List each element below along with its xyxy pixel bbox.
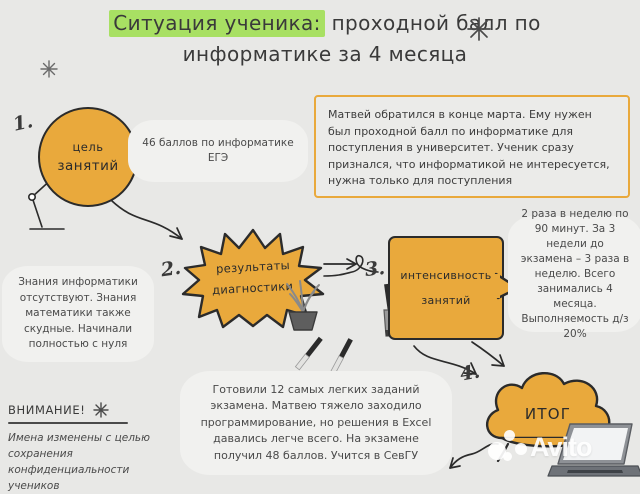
sparkle-icon — [40, 60, 58, 78]
goal-bubble-line1: цель — [72, 140, 104, 154]
intensity-line2: занятий — [421, 294, 471, 307]
attention-body: Имена изменены с целью сохранения конфид… — [8, 431, 150, 492]
intro-note: Матвей обратился в конце марта. Ему нуже… — [314, 95, 630, 198]
page-title-highlight: Ситуация ученика: — [109, 10, 325, 37]
goal-bubble-line2: занятий — [57, 158, 119, 174]
score-bubble-line2: ЕГЭ — [207, 152, 229, 164]
flow-arrow-4 — [471, 341, 505, 367]
outcome-cloud-label: ИТОГ — [524, 405, 572, 423]
intensity-line1: интенсивность — [400, 269, 492, 282]
avito-wordmark: Avito — [530, 432, 592, 462]
sparkle-icon — [467, 17, 491, 41]
page-title-line2: информатике за 4 месяца — [182, 42, 468, 66]
step-number-2: 2. — [159, 256, 183, 282]
pens-icon — [294, 336, 353, 375]
sparkle-icon — [93, 402, 110, 418]
schedule-bubble: 2 раза в неделю по 90 минут. За 3 недели… — [508, 208, 640, 340]
avito-dots-icon — [488, 428, 528, 468]
goal-bubble: цель занятий — [38, 107, 138, 207]
result-bubble: Готовили 12 самых легких заданий экзамен… — [180, 371, 452, 475]
potted-plant-icon — [286, 280, 320, 331]
laptop-icon — [547, 423, 640, 477]
infographic-canvas: Ситуация ученика: проходной балл по инфо… — [2, 8, 640, 492]
avito-watermark: Avito — [488, 428, 638, 468]
flow-arrow-1 — [111, 200, 183, 240]
page-title-rest: проходной балл по — [324, 11, 541, 35]
score-bubble: 46 баллов по информатике ЕГЭ — [128, 120, 308, 182]
step-number-3: 3. — [363, 257, 386, 281]
attention-block: ВНИМАНИЕ! Имена изменены с целью сохране… — [8, 402, 188, 494]
flow-arrow-2 — [323, 258, 357, 270]
diagnostics-burst: результаты диагностики — [181, 228, 325, 329]
knowledge-bubble: Знания информатики отсутствуют. Знания м… — [2, 266, 154, 362]
page-title: Ситуация ученика: проходной балл по инфо… — [95, 8, 555, 70]
attention-heading: ВНИМАНИЕ! — [8, 403, 86, 417]
flow-connector-squiggle — [323, 254, 379, 277]
intensity-speech-bubble: интенсивность занятий — [388, 236, 520, 340]
flow-arrow-3 — [413, 345, 477, 375]
score-bubble-line1: 46 баллов по информатике — [142, 136, 294, 149]
step-number-1: 1. — [10, 110, 35, 136]
attention-divider — [8, 422, 128, 424]
